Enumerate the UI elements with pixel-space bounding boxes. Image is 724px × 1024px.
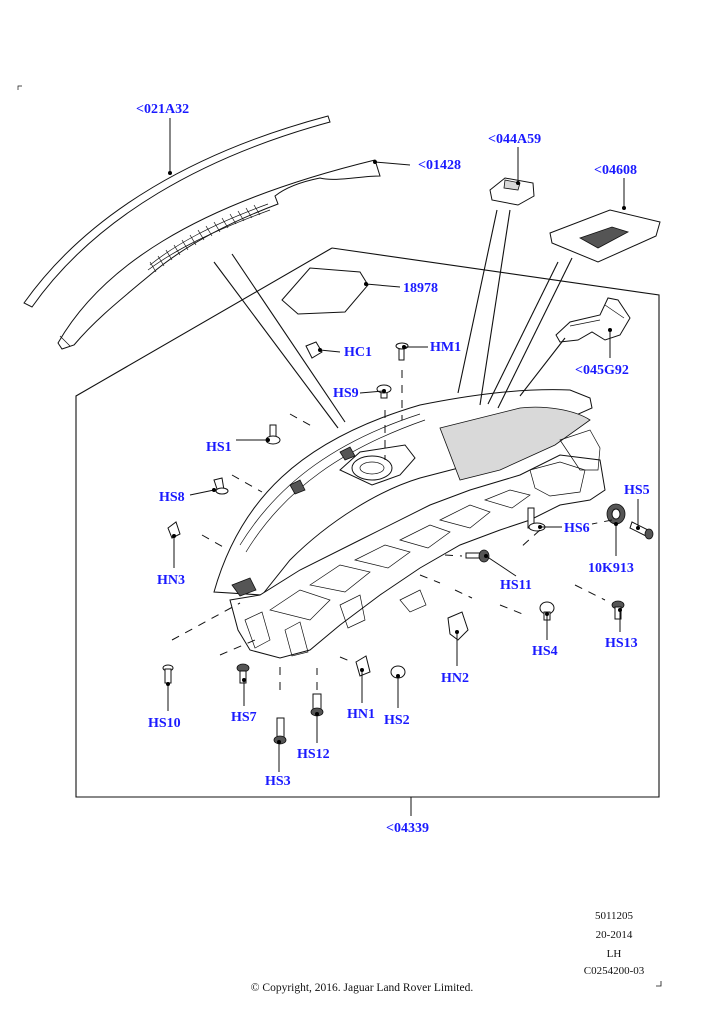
bolt-hs7 <box>236 663 250 684</box>
callout-04608: <04608 <box>594 163 637 178</box>
callout-021A32: <021A32 <box>136 102 190 117</box>
bolt-hs10 <box>162 664 174 684</box>
sensor-bracket <box>489 177 535 206</box>
windscreen-trim-strip <box>23 115 331 308</box>
callout-HS13: HS13 <box>605 636 638 651</box>
clip-hn2 <box>447 611 469 641</box>
bolt-hs13 <box>611 600 625 620</box>
fastener-hs8 <box>213 477 229 495</box>
callout-HS1: HS1 <box>206 440 232 455</box>
callout-HS10: HS10 <box>148 716 181 731</box>
speaker-grille-cover <box>549 209 661 263</box>
clip-hn3 <box>167 521 181 539</box>
callout-HS5: HS5 <box>624 483 650 498</box>
reference-side: LH <box>606 948 622 960</box>
callout-04339: <04339 <box>386 821 429 836</box>
pad-panel <box>281 267 369 315</box>
clip-hc1 <box>305 341 323 359</box>
callout-HS9: HS9 <box>333 386 359 401</box>
dashed-alignment-lines <box>171 370 613 690</box>
callout-045G92: <045G92 <box>575 363 629 378</box>
callout-HN1: HN1 <box>347 707 375 722</box>
callout-HN2: HN2 <box>441 671 469 686</box>
callout-HS3: HS3 <box>265 774 291 789</box>
callout-HM1: HM1 <box>430 340 462 355</box>
bolt-hs6 <box>527 507 546 532</box>
callout-HN3: HN3 <box>157 573 185 588</box>
duct-bracket <box>555 297 631 343</box>
demister-vent-panel <box>57 159 381 350</box>
bolt-hs3 <box>273 717 287 745</box>
callout-18978: 18978 <box>403 281 438 296</box>
fastener-hs1 <box>265 424 281 445</box>
copyright-notice: © Copyright, 2016. Jaguar Land Rover Lim… <box>250 982 474 994</box>
callout-HS11: HS11 <box>500 578 532 593</box>
callout-HS4: HS4 <box>532 644 558 659</box>
callout-HS2: HS2 <box>384 713 410 728</box>
callout-044A59: <044A59 <box>488 132 542 147</box>
callout-HC1: HC1 <box>344 345 372 360</box>
extension-lines <box>213 209 573 429</box>
callout-HS8: HS8 <box>159 490 185 505</box>
clip-hn1 <box>355 655 371 677</box>
nut-10k913 <box>606 503 626 525</box>
callout-HS6: HS6 <box>564 521 590 536</box>
callout-HS7: HS7 <box>231 710 257 725</box>
bolt-hm1 <box>395 342 409 361</box>
callout-HS12: HS12 <box>297 747 330 762</box>
bolt-hs5 <box>629 521 654 540</box>
corner-mark <box>656 981 662 987</box>
assembly-frame <box>75 247 660 798</box>
reference-number: 5011205 <box>594 910 634 922</box>
reference-date: 20-2014 <box>595 929 633 941</box>
callout-10K913: 10K913 <box>588 561 634 576</box>
reference-code: C0254200-03 <box>583 965 645 977</box>
leader-lines <box>166 118 640 816</box>
callout-01428: <01428 <box>418 158 461 173</box>
instrument-panel-assembly <box>213 389 606 659</box>
